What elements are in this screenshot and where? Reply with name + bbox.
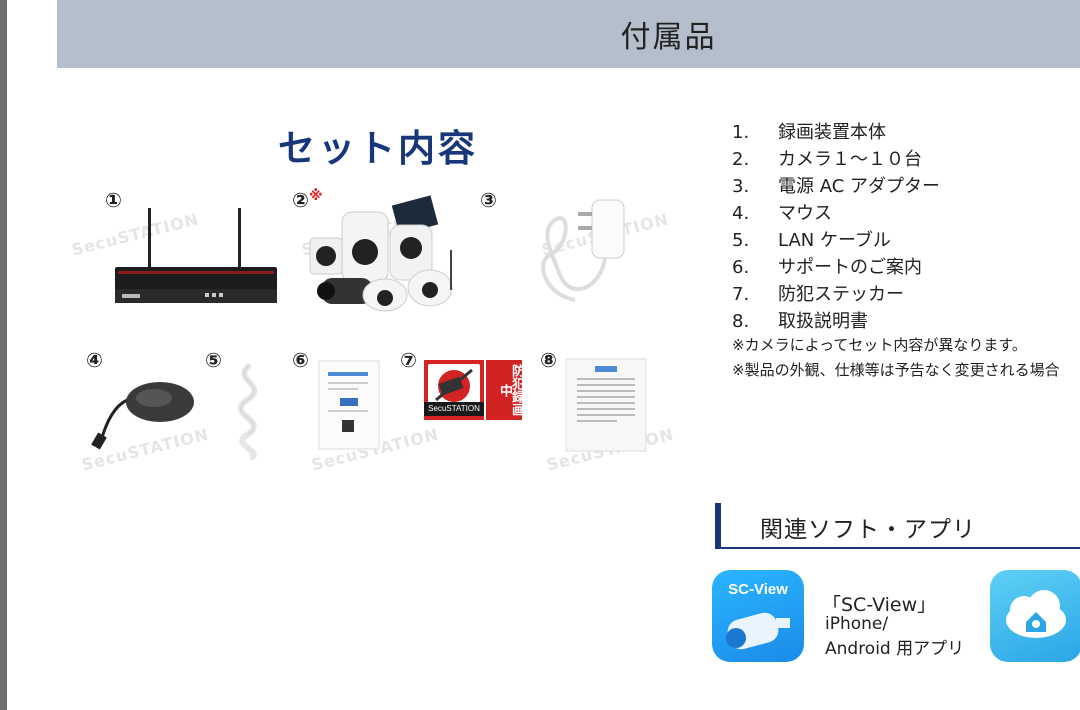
page-title: 付属品	[620, 20, 717, 55]
support-guide-image	[318, 360, 380, 450]
item-number-6: ⑥	[292, 348, 309, 372]
list-item-label: マウス	[778, 203, 832, 224]
section-underline	[715, 547, 1080, 549]
app-platform-line2: Android 用アプリ	[825, 639, 965, 659]
cloud-home-icon	[1006, 590, 1066, 638]
list-item: 3. 電源 AC アダプター	[732, 173, 940, 200]
item-number-5: ⑤	[205, 348, 222, 372]
set-contents-list: 1.録画装置本体 2.カメラ１～１０台 3.電源 AC アダプター 4.マウス …	[732, 119, 940, 335]
camera-icon	[726, 612, 790, 650]
list-item-number: 1.	[732, 122, 750, 143]
section-accent-bar	[715, 503, 721, 549]
note-spec-change: ※製品の外観、仕様等は予告なく変更される場合	[732, 361, 1060, 379]
list-item-number: 5.	[732, 230, 750, 251]
sticker-image-2: 防犯録画中	[486, 360, 524, 420]
list-item-number: 4.	[732, 203, 750, 224]
list-item: 2. カメラ１～１０台	[732, 146, 940, 173]
item-number-2: ②※	[292, 188, 323, 212]
app-icon-label: SC-View	[728, 581, 788, 598]
asterisk-mark: ※	[308, 188, 323, 204]
list-item: 5. LAN ケーブル	[732, 227, 940, 254]
list-item-label: サポートのご案内	[778, 257, 922, 278]
list-item-number: 2.	[732, 149, 750, 170]
list-item-label: 録画装置本体	[778, 122, 886, 143]
item-number-7: ⑦	[400, 348, 417, 372]
app-platform-line1: iPhone/	[825, 614, 889, 634]
note-camera-variation: ※カメラによってセット内容が異なります。	[732, 336, 1027, 354]
list-item: 8. 取扱説明書	[732, 308, 940, 335]
ac-adapter-image	[541, 199, 625, 302]
list-item-label: 防犯ステッカー	[778, 284, 904, 305]
list-item: 6. サポートのご案内	[732, 254, 940, 281]
header-band: 付属品	[57, 0, 1080, 68]
manual-image	[565, 358, 647, 452]
list-item: 1. 録画装置本体	[732, 119, 940, 146]
list-item-number: 7.	[732, 284, 750, 305]
list-item-number: 6.	[732, 257, 750, 278]
set-contents-title: セット内容	[278, 127, 478, 170]
lan-cable-image	[237, 362, 258, 460]
related-apps-title: 関連ソフト・アプリ	[760, 517, 976, 543]
sc-view-app-icon[interactable]: SC-View	[712, 570, 804, 662]
item-number-2-text: ②	[292, 188, 309, 212]
left-edge-rail	[0, 0, 7, 710]
item-number-3: ③	[480, 188, 497, 212]
list-item-label: 電源 AC アダプター	[778, 176, 941, 197]
item-number-8: ⑧	[540, 348, 557, 372]
mouse-image	[91, 382, 194, 450]
list-item-label: LAN ケーブル	[778, 230, 891, 251]
list-item-label: 取扱説明書	[778, 311, 868, 332]
list-item: 4. マウス	[732, 200, 940, 227]
list-item-label: カメラ１～１０台	[778, 149, 922, 170]
list-item-number: 8.	[732, 311, 750, 332]
list-item-number: 3.	[732, 176, 750, 197]
app-name[interactable]: 「SC-View」	[822, 594, 937, 616]
camera-sticker-icon	[428, 364, 480, 408]
cameras-image	[309, 195, 453, 312]
list-item: 7. 防犯ステッカー	[732, 281, 940, 308]
cloud-home-app-icon[interactable]	[990, 570, 1080, 662]
sticker-label: SecuSTATION	[424, 402, 484, 416]
nvr-recorder-image	[115, 208, 277, 303]
item-number-4: ④	[86, 348, 103, 372]
item-number-1: ①	[105, 188, 122, 212]
